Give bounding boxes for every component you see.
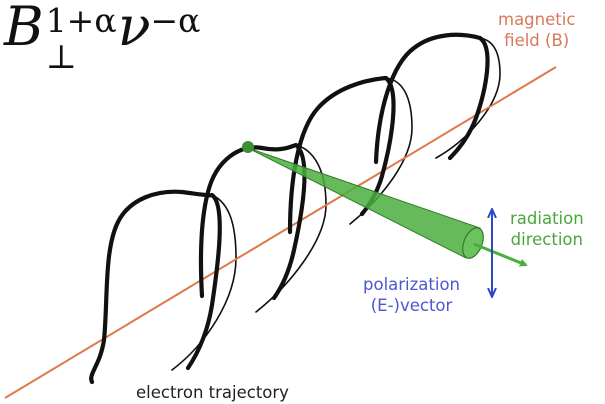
polarization-label-line-1: polarization (363, 275, 461, 294)
trajectory-front-strokes (89, 32, 490, 385)
radiation-direction-label: radiation direction (510, 208, 584, 250)
magnetic-field-label-line-1: magnetic (498, 10, 576, 29)
formula-b-scripts: 1+α⊥ (44, 0, 122, 73)
loop-4-back (435, 37, 501, 159)
formula-nu-superscript: −α (150, 1, 201, 40)
magnetic-field-label: magnetic field (B) (498, 9, 575, 51)
formula-b-subscript: ⊥ (45, 37, 77, 76)
magnetic-field-line (4, 66, 557, 399)
polarization-vector-label: polarization (E-)vector (363, 274, 460, 316)
radiation-beam (247, 147, 481, 259)
trajectory-back-strokes (171, 37, 501, 371)
loop-2-front (198, 142, 307, 301)
formula-b-superscript: 1+α (45, 1, 117, 40)
electron-trajectory-label: electron trajectory (136, 383, 289, 402)
radiation-cone (242, 141, 528, 267)
magnetic-field-label-line-2: field (B) (504, 31, 570, 50)
formula-nu: ν (117, 0, 151, 58)
radiation-label-line-2: direction (510, 230, 583, 249)
radiation-label-line-1: radiation (510, 209, 584, 228)
formula-b: B (4, 0, 44, 58)
polarization-label-line-2: (E-)vector (370, 296, 453, 315)
radiation-direction-arrow (473, 242, 528, 267)
loop-1-back (171, 194, 237, 371)
electron-dot (242, 141, 254, 153)
loop-4-front (373, 32, 490, 165)
loop-1-front (89, 189, 222, 385)
